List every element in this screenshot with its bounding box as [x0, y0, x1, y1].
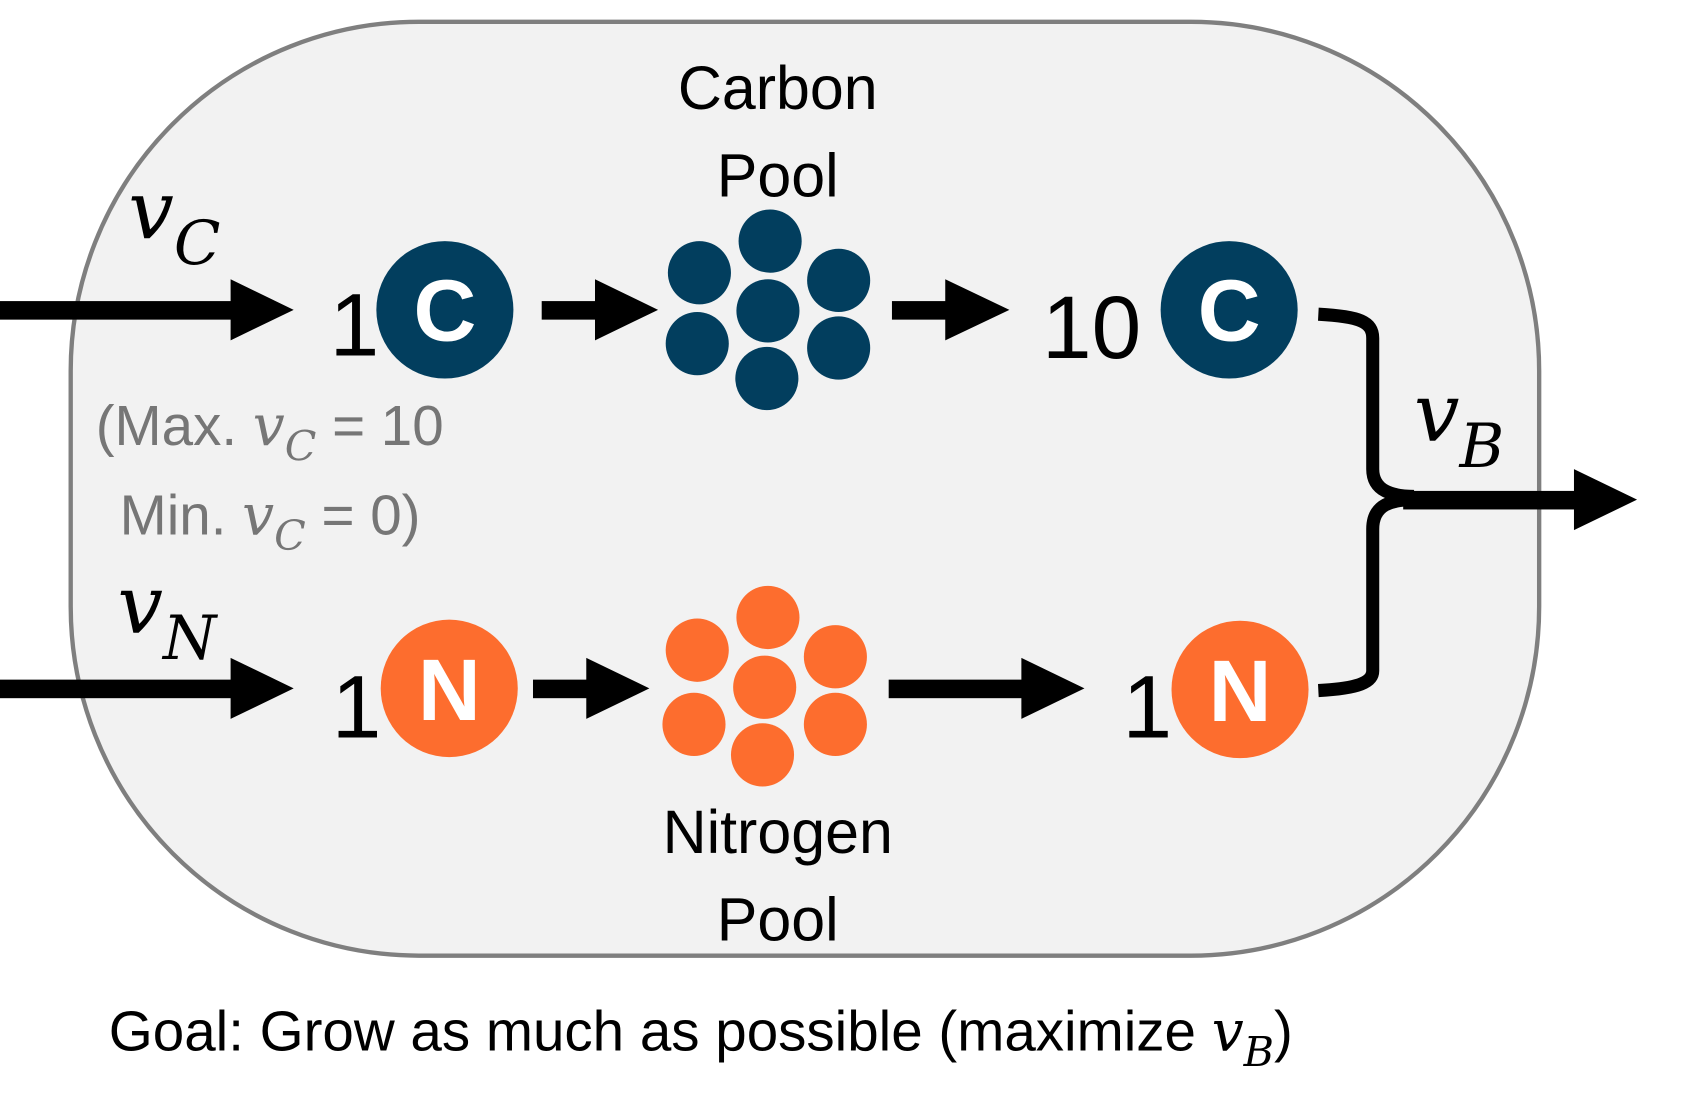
biomass-output-arrow — [1403, 469, 1638, 531]
biomass-bracket — [1317, 307, 1415, 698]
goal-caption: Goal: Grow as much as possible (maximize… — [109, 998, 1293, 1075]
nitrogen-uptake-arrow — [0, 657, 294, 719]
carbon-pool-label-line2: Pool — [717, 141, 839, 209]
carbon-pool-label-line1: Carbon — [678, 54, 878, 122]
nitrogen-out-symbol: N — [1209, 643, 1272, 740]
min-bound-note: Min. vC = 0) — [120, 482, 421, 559]
carbon-out-circle — [1160, 241, 1298, 379]
nitrogen-pool-label-line2: Pool — [717, 885, 839, 953]
nitrogen-pool-dots — [662, 585, 867, 787]
nitrogen-pool-label-line1: Nitrogen — [663, 798, 893, 866]
carbon-to-pool-arrow — [541, 279, 659, 341]
carbon-in-circle — [376, 241, 514, 379]
nitrogen-out-circle — [1171, 620, 1309, 759]
nitrogen-to-pool-arrow — [532, 657, 650, 719]
v-c-label: vC — [128, 164, 220, 279]
nitrogen-in-coefficient: 1 — [332, 656, 382, 756]
max-bound-note: (Max. vC = 10 — [96, 393, 444, 470]
carbon-pool-to-biomass-arrow — [891, 279, 1010, 341]
carbon-pool-dots — [665, 209, 871, 411]
carbon-out-symbol: C — [1198, 262, 1261, 359]
carbon-out-coefficient: 10 — [1042, 277, 1141, 377]
nitrogen-in-circle — [380, 619, 518, 758]
carbon-uptake-arrow — [0, 279, 294, 341]
carbon-in-symbol: C — [413, 262, 476, 359]
carbon-in-coefficient: 1 — [330, 275, 380, 375]
v-b-label: vB — [1414, 367, 1504, 482]
v-n-label: vN — [117, 559, 218, 674]
nitrogen-pool-to-biomass-arrow — [888, 657, 1085, 719]
nitrogen-out-coefficient: 1 — [1123, 656, 1173, 756]
nitrogen-in-symbol: N — [418, 642, 481, 739]
